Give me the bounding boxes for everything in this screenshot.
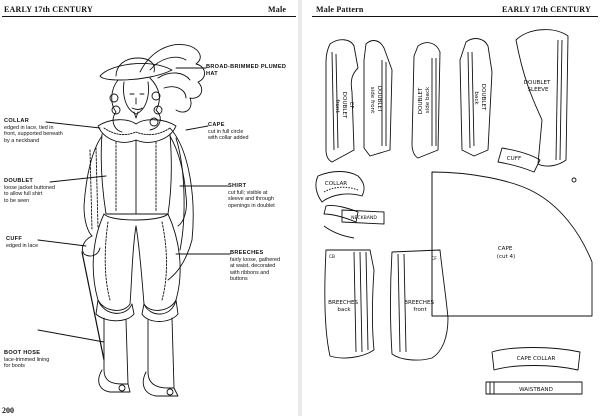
piece-breeches-front: [390, 249, 449, 361]
label-cuff-title: CUFF: [6, 236, 23, 242]
label-doublet: DOUBLET loose jacket buttoned to allow f…: [4, 178, 55, 204]
piece-doublet-side-front: [363, 40, 393, 157]
label-doublet-title: DOUBLET: [4, 178, 34, 184]
label-collar-desc: edged in lace, tied in front, supported …: [4, 124, 63, 144]
piece-doublet-front: [325, 39, 359, 163]
text-breeches-front: BREECHES front: [404, 300, 436, 313]
label-hat: BROAD-BRIMMED PLUMED HAT: [206, 64, 298, 77]
label-cape-title: CAPE: [208, 122, 225, 128]
label-shirt-desc: cut full; visible at sleeve and through …: [228, 189, 275, 209]
pattern-pieces: CF DOUBLET front DOUBLET side front DOUB…: [315, 29, 593, 395]
doublet-side-back-sub: side back: [425, 86, 431, 113]
doublet-back-sub: back: [473, 91, 479, 105]
text-cuff: CUFF: [507, 156, 521, 162]
text-doublet-side-front: DOUBLET side front: [369, 86, 382, 115]
right-header-section: Male Pattern: [316, 5, 364, 14]
label-doublet-desc: loose jacket buttoned to allow full shir…: [4, 184, 55, 204]
cf-mark-1: CF: [348, 102, 354, 109]
label-boot-hose-desc: lace-trimmed lining for boots: [4, 356, 50, 370]
label-breeches: BREECHES fairly loose, gathered at waist…: [230, 250, 280, 283]
text-neckband: NECKBAND: [351, 215, 377, 221]
costume-figure-illustration: [37, 44, 231, 397]
doublet-front-title: DOUBLET: [341, 92, 347, 119]
book-gutter: [298, 0, 302, 416]
left-header-section: Male: [268, 5, 287, 14]
page-number: 200: [2, 406, 14, 415]
text-cape-collar: CAPE COLLAR: [517, 356, 556, 362]
doublet-side-back-title: DOUBLET: [418, 87, 424, 114]
doublet-sleeve-sub: SLEEVE: [527, 87, 549, 93]
doublet-sleeve-title: DOUBLET: [524, 80, 551, 86]
label-cuff-desc: edged in lace: [6, 242, 39, 249]
doublet-side-front-title: DOUBLET: [376, 86, 382, 113]
text-doublet-side-back: DOUBLET side back: [418, 86, 431, 115]
text-doublet-front: CF DOUBLET front: [334, 92, 354, 121]
label-collar: COLLAR edged in lace, tied in front, sup…: [4, 118, 63, 144]
piece-waistband: [485, 381, 583, 395]
label-shirt: SHIRT cut full; visible at sleeve and th…: [228, 183, 275, 209]
piece-cape-collar: [491, 347, 581, 371]
text-cb-mark: CB: [329, 254, 335, 260]
cape-title: CAPE: [498, 246, 513, 252]
cape-sub: (cut 4): [497, 254, 516, 260]
label-boot-hose-title: BOOT HOSE: [4, 350, 41, 356]
right-header-rule: [312, 16, 598, 17]
label-breeches-desc: fairly loose, gathered at waist, decorat…: [230, 256, 281, 283]
right-header-title: EARLY 17th CENTURY: [502, 5, 591, 14]
text-cf-mark: CF: [431, 256, 437, 262]
doublet-front-sub: front: [334, 99, 340, 113]
doublet-back-title: DOUBLET: [480, 84, 486, 111]
doublet-side-front-sub: side front: [369, 87, 375, 114]
label-hat-title: BROAD-BRIMMED PLUMED HAT: [206, 64, 287, 77]
label-boot-hose: BOOT HOSE lace-trimmed lining for boots: [4, 350, 49, 370]
text-collar: COLLAR: [325, 181, 347, 187]
right-page: Male Pattern EARLY 17th CENTURY: [302, 0, 600, 416]
label-shirt-title: SHIRT: [228, 183, 247, 189]
label-cuff: CUFF edged in lace: [6, 236, 38, 249]
text-cape: CAPE (cut 4): [497, 246, 516, 260]
breeches-front-sub: front: [413, 307, 427, 313]
text-waistband: WAISTBAND: [519, 387, 553, 393]
label-cape: CAPE cut in full circle with collar adde…: [208, 122, 248, 142]
piece-breeches-back: [324, 249, 375, 359]
left-page: EARLY 17th CENTURY Male: [0, 0, 298, 416]
breeches-front-title: BREECHES: [404, 300, 434, 306]
left-header-rule: [2, 16, 296, 17]
left-header-title: EARLY 17th CENTURY: [4, 5, 93, 14]
text-doublet-back: DOUBLET back: [473, 84, 486, 113]
piece-collar: [315, 171, 365, 203]
piece-cuff: [497, 147, 541, 173]
text-doublet-sleeve: DOUBLET SLEEVE: [524, 80, 553, 93]
text-breeches-back: BREECHES back: [328, 300, 360, 313]
piece-neckband: [323, 205, 385, 239]
label-breeches-title: BREECHES: [230, 250, 264, 256]
breeches-back-sub: back: [337, 307, 351, 313]
piece-doublet-sleeve: [515, 29, 569, 167]
piece-doublet-side-back: [411, 42, 441, 159]
label-cape-desc: cut in full circle with collar added: [208, 128, 249, 142]
label-collar-title: COLLAR: [4, 118, 30, 124]
piece-cape: [431, 171, 593, 317]
breeches-back-title: BREECHES: [328, 300, 358, 306]
piece-doublet-back: [459, 38, 493, 157]
